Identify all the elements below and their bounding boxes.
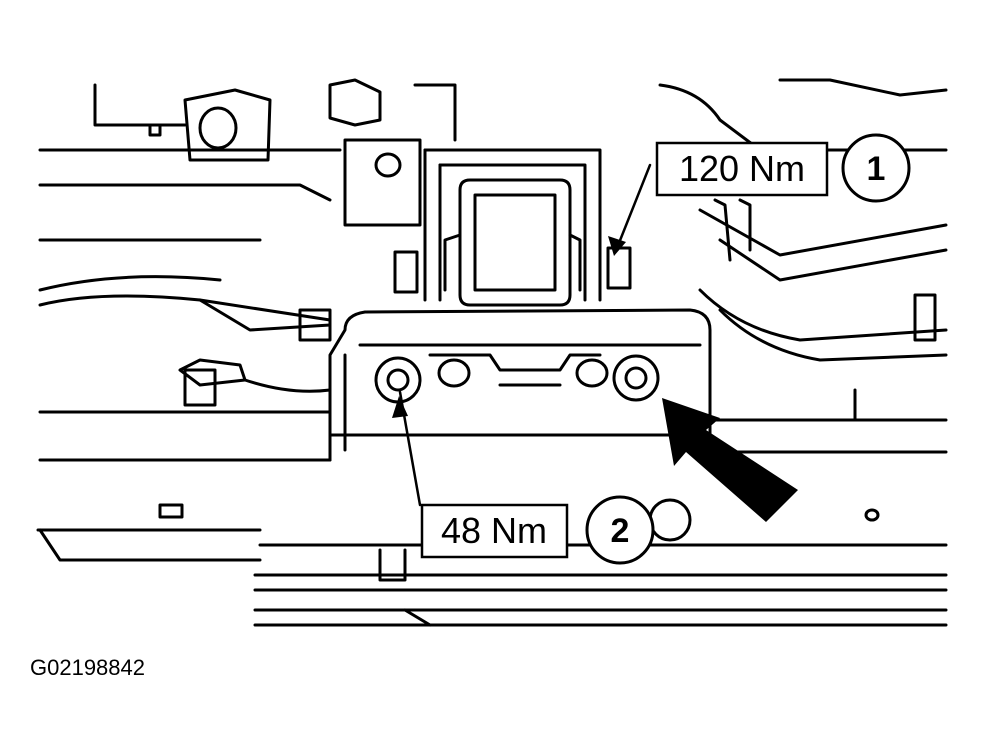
callout-circle-1 [841,133,911,203]
callout-1: 120 Nm 1 [655,133,911,203]
callout-2: 48 Nm 2 [420,495,655,565]
callout-number-2: 2 [611,512,630,550]
direction-arrow [662,398,798,522]
callout-circle-2 [585,495,655,565]
engine-block-left [38,78,457,242]
torque-box-2 [420,503,569,559]
right-hoses [658,78,948,362]
arrowhead-1 [608,236,626,256]
torque-value-1: 120 Nm [679,148,805,189]
callout-number-1: 1 [867,150,886,188]
torque-value-2: 48 Nm [441,510,547,551]
left-wiring [38,275,332,407]
leader-line-1 [615,163,652,250]
arrowhead-2 [392,396,408,418]
torque-box-1 [655,141,829,197]
figure-id: G02198842 [30,655,145,680]
mount-housing [423,148,602,307]
lower-components [38,388,880,627]
mount-plate [328,246,712,462]
